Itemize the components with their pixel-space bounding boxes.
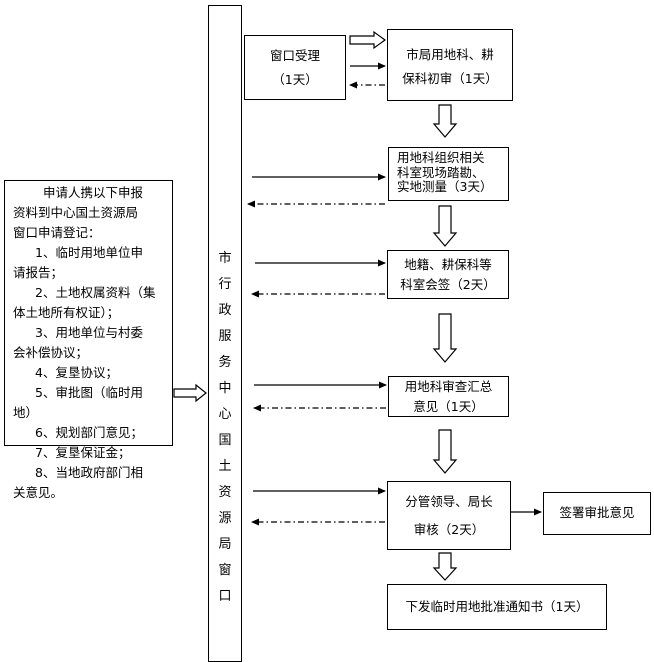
materials-line: 申请人携以下申报 — [43, 185, 144, 200]
step-summary-review: 用地科审查汇总 意见（1天） — [388, 376, 509, 417]
step-issue-notice: 下发临时用地批准通知书（1天） — [387, 584, 607, 630]
step-text: 市局用地科、耕 — [406, 47, 494, 62]
materials-line: 体土地所有权证）； — [13, 305, 120, 320]
sign-approval-box: 签署审批意见 — [543, 492, 651, 535]
service-center-column: 市 行 政 服 务 中 心 国 土 资 源 局 窗 口 — [208, 5, 242, 662]
materials-line: 7、复垦保证金； — [35, 445, 131, 460]
step-text: 科室会签（2天） — [400, 277, 496, 292]
materials-line: 3、用地单位与村委 — [35, 325, 143, 340]
hollow-arrow-down-icon — [432, 552, 458, 581]
step-text: 意见（1天） — [413, 399, 484, 414]
hollow-arrow-down-icon — [432, 104, 458, 138]
materials-line: 2、土地权属资料（集 — [35, 285, 156, 300]
step-countersign: 地籍、耕保科等 科室会签（2天） — [387, 250, 509, 299]
step-text: 审核（2天） — [413, 522, 485, 537]
step-text: 下发临时用地批准通知书（1天） — [405, 599, 589, 614]
materials-line: 关意见。 — [13, 485, 64, 500]
service-center-label: 市 行 政 服 务 中 心 国 土 资 源 局 窗 口 — [218, 251, 232, 604]
step-text: 地籍、耕保科等 — [404, 257, 492, 272]
materials-line: 窗口申请登记： — [13, 225, 101, 240]
materials-line: 5、审批图（临时用 — [35, 385, 143, 400]
window-acceptance-box: 窗口受理 （1天） — [244, 35, 346, 100]
hollow-arrow-right-icon — [173, 383, 207, 403]
materials-line: 地） — [13, 405, 39, 420]
step-leader-approval: 分管领导、局长 审核（2天） — [387, 481, 511, 550]
step-text: 保科初审（1天） — [402, 71, 498, 86]
hollow-arrow-down-icon — [432, 429, 458, 474]
materials-line: 请报告； — [13, 265, 64, 280]
materials-line: 4、复垦协议； — [35, 365, 118, 380]
hollow-arrow-down-icon — [432, 313, 458, 363]
sign-approval-label: 签署审批意见 — [559, 505, 635, 520]
application-materials-box: 申请人携以下申报 资料到中心国土资源局 窗口申请登记： 1、临时用地单位申 请报… — [4, 180, 173, 500]
step-text: 用地科审查汇总 — [404, 379, 493, 394]
step-text: 实地测量（3天） — [397, 179, 493, 194]
step-text: 分管领导、局长 — [405, 494, 493, 509]
step-site-survey: 用地科组织相关 科室现场踏勘、 实地测量（3天） — [388, 147, 509, 201]
materials-line: 资料到中心国土资源局 — [13, 205, 139, 220]
hollow-arrow-right-icon — [349, 30, 387, 50]
materials-line: 6、规划部门意见； — [35, 425, 143, 440]
step-text: 科室现场踏勘、 — [397, 165, 485, 180]
hollow-arrow-down-icon — [432, 205, 458, 247]
materials-line: 会补偿协议； — [13, 345, 89, 360]
materials-line: 1、临时用地单位申 — [35, 245, 143, 260]
materials-line: 8、当地政府部门相 — [35, 465, 143, 480]
step-text: 用地科组织相关 — [397, 150, 485, 165]
step-initial-review: 市局用地科、耕 保科初审（1天） — [387, 29, 513, 101]
window-acceptance-duration: （1天） — [272, 72, 318, 87]
window-acceptance-label: 窗口受理 — [269, 48, 320, 63]
